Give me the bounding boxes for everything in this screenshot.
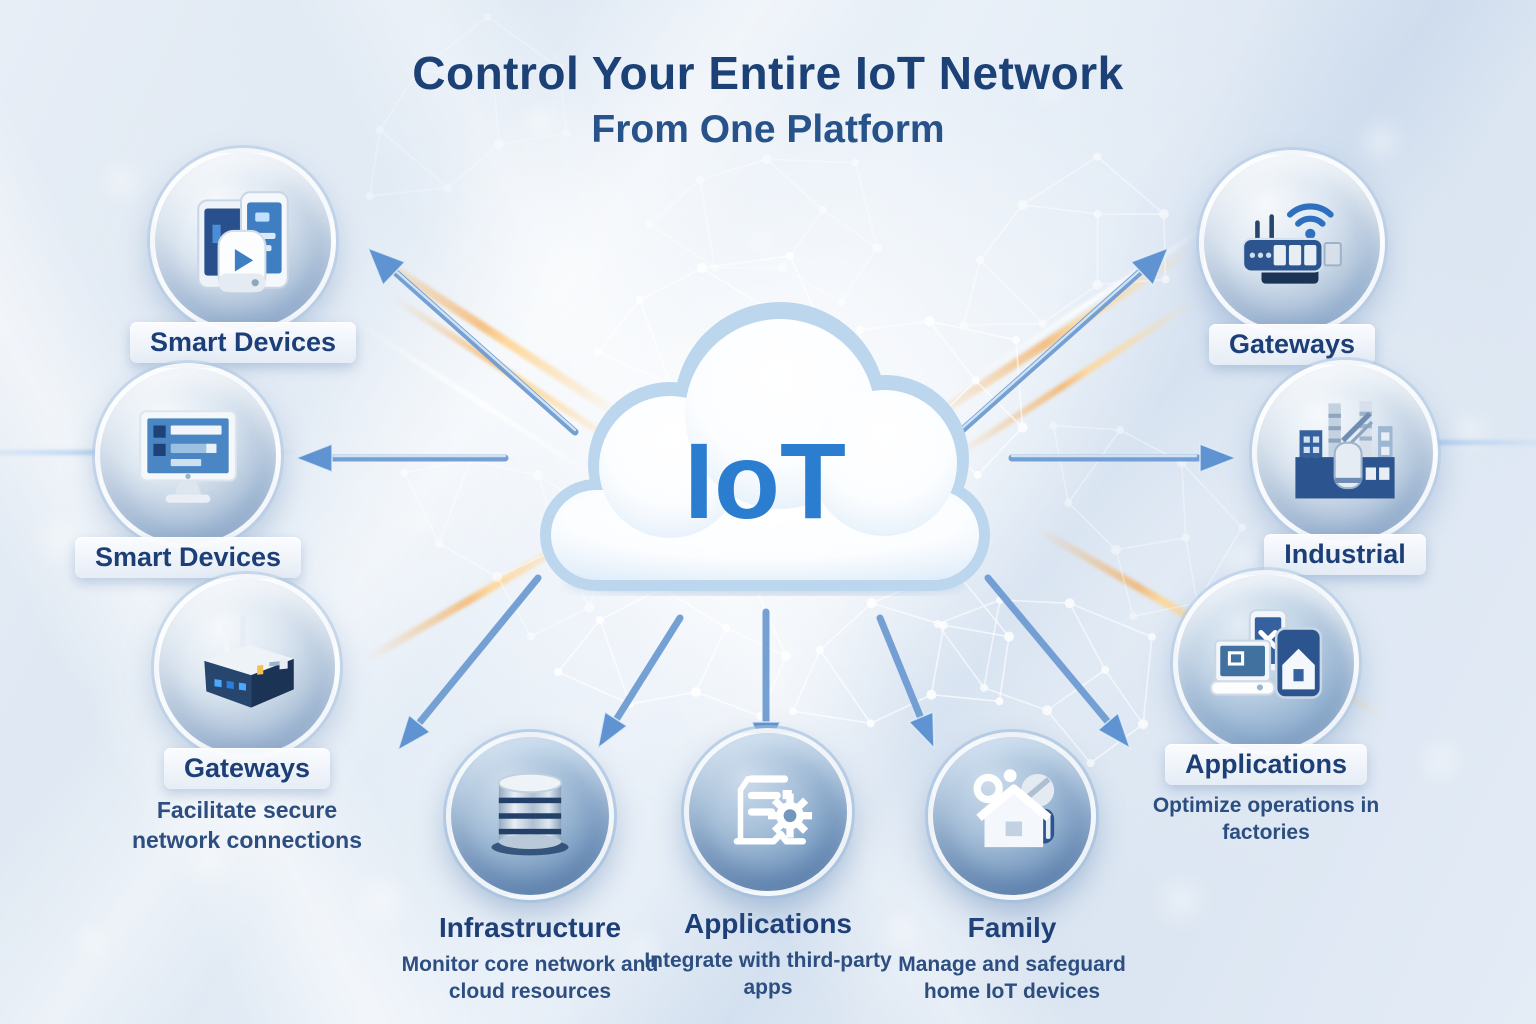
title-line-1: Control Your Entire IoT Network	[412, 47, 1124, 99]
node-circle	[1173, 570, 1359, 756]
node-circle	[154, 574, 340, 760]
wifi-router-icon	[1242, 203, 1342, 284]
node-sublabel: Facilitate secure network connections	[131, 797, 363, 853]
node-sublabel: Integrate with third-party apps	[644, 949, 892, 1000]
node-gateways-right: Gateways	[1152, 150, 1432, 365]
node-circle	[928, 732, 1096, 900]
node-industrial: Industrial	[1205, 360, 1485, 575]
devices-icon	[1210, 609, 1323, 699]
page-title: Control Your Entire IoT Network From One…	[0, 46, 1536, 152]
node-smart-devices-desktop: Smart Devices	[48, 363, 328, 578]
node-circle	[1199, 150, 1385, 336]
title-line-2: From One Platform	[591, 108, 945, 151]
database-icon	[491, 772, 569, 856]
node-applications-bottom: Applications Integrate with third-party …	[628, 728, 908, 1002]
node-smart-devices-mobile: Smart Devices	[103, 148, 383, 363]
router-icon	[204, 615, 294, 708]
document-gear-icon	[733, 775, 812, 845]
node-label: Smart Devices	[129, 322, 357, 363]
factory-icon	[1295, 401, 1395, 499]
node-label: Applications	[1164, 744, 1367, 785]
node-label: Industrial	[1264, 534, 1426, 575]
iot-label: IoT	[684, 420, 846, 541]
node-label: Family	[967, 912, 1057, 943]
node-family: Family Manage and safeguard home IoT dev…	[872, 732, 1152, 1006]
iot-cloud: IoT	[528, 296, 1002, 596]
node-circle	[446, 732, 614, 900]
node-label: Gateways	[163, 748, 331, 789]
home-family-icon	[973, 769, 1055, 848]
node-circle	[95, 363, 281, 549]
node-sublabel: Optimize operations in factories	[1152, 794, 1380, 845]
node-sublabel: Monitor core network and cloud resources	[401, 953, 659, 1004]
cloud-icon: IoT	[540, 302, 990, 596]
mobile-devices-icon	[197, 191, 289, 293]
node-sublabel: Manage and safeguard home IoT devices	[898, 953, 1126, 1004]
node-gateways-left: Gateways Facilitate secure network conne…	[107, 574, 387, 856]
node-infrastructure: Infrastructure Monitor core network and …	[390, 732, 670, 1006]
node-label: Smart Devices	[74, 537, 302, 578]
node-label: Gateways	[1208, 324, 1376, 365]
node-applications-right: Applications Optimize operations in fact…	[1126, 570, 1406, 847]
node-circle	[1252, 360, 1438, 546]
node-label: Infrastructure	[438, 912, 622, 943]
node-circle	[684, 728, 852, 896]
node-circle	[150, 148, 336, 334]
node-label: Applications	[683, 908, 852, 939]
desktop-computer-icon	[139, 410, 237, 503]
background-bokeh-dots	[0, 0, 2, 2]
